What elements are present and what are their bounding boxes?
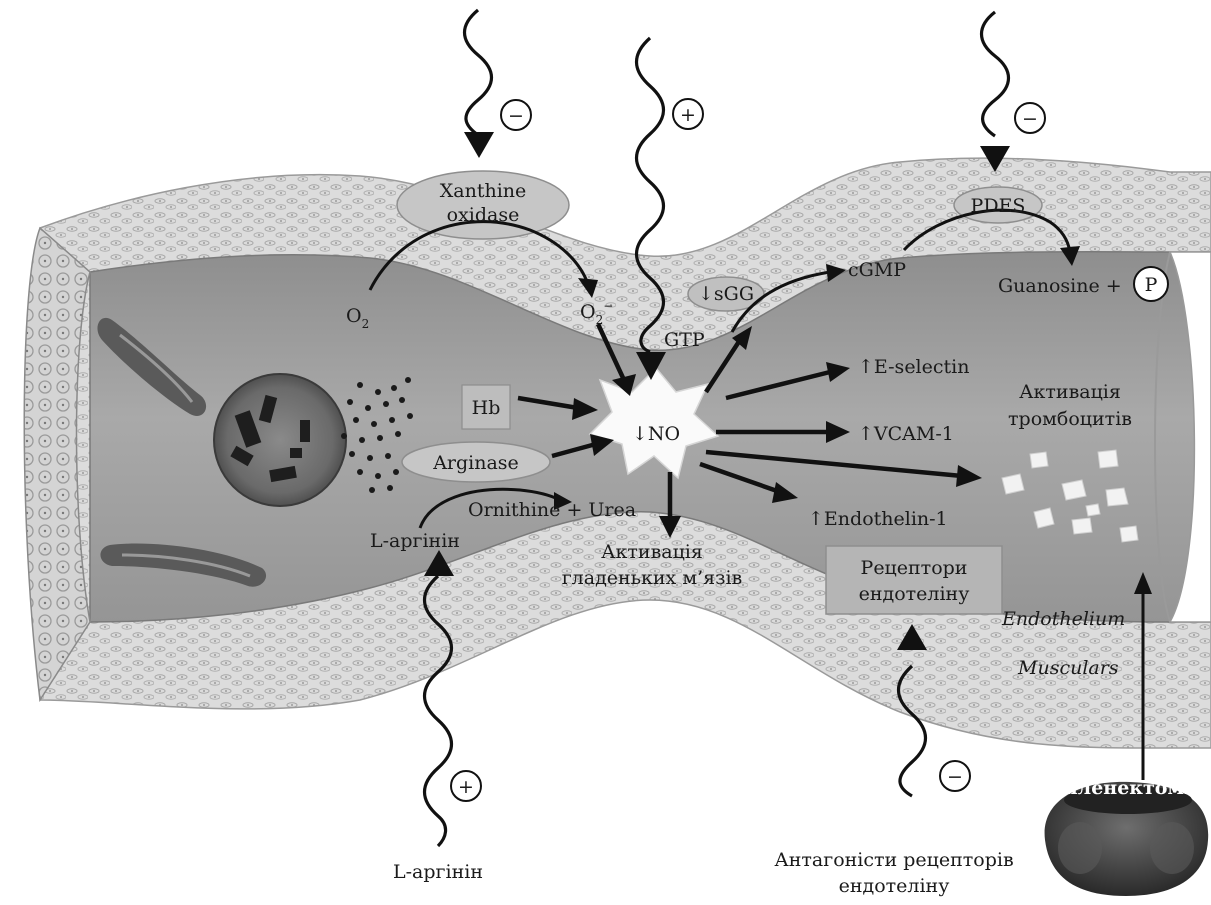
label-guanosine: Guanosine +: [998, 275, 1122, 297]
label-ornithine-urea: Ornithine + Urea: [468, 499, 636, 521]
sign-antagonists: −: [940, 761, 970, 791]
label-smooth-muscle-2: гладеньких м’язів: [562, 567, 743, 589]
label-gtp: GTP: [664, 329, 705, 351]
label-no: ↓NO: [632, 423, 680, 445]
svg-text:−: −: [508, 105, 524, 127]
label-antagonists-2: ендотеліну: [839, 875, 950, 897]
label-platelets-2: тромбоцитів: [1008, 408, 1132, 430]
svg-text:P: P: [1145, 274, 1158, 296]
wave-arrow-xanthine: [465, 10, 492, 135]
label-sgg: ↓sGG: [698, 283, 754, 305]
label-xanthine-1: Xanthine: [440, 180, 527, 202]
label-e-selectin: ↑E-selectin: [858, 356, 969, 378]
label-pdes: PDES: [971, 195, 1026, 217]
label-splenectomy: Спленектомія: [1049, 777, 1205, 799]
label-endothelium: Endothelium: [1001, 608, 1125, 630]
sign-l-arginine: +: [451, 771, 481, 801]
phosphate-circle: P: [1134, 267, 1168, 301]
svg-text:+: +: [680, 104, 696, 126]
label-l-arginine-bottom: L-аргінін: [393, 861, 483, 883]
sign-no-donor: +: [673, 99, 703, 129]
label-platelets-1: Активація: [1019, 381, 1121, 403]
sign-xanthine: −: [501, 100, 531, 130]
arrowhead-xanthine: [464, 132, 494, 158]
label-l-arginine-inner: L-аргінін: [370, 530, 460, 552]
label-musculars: Musculars: [1017, 657, 1119, 679]
label-smooth-muscle-1: Активація: [601, 541, 703, 563]
label-receptors-2: ендотеліну: [859, 583, 970, 605]
wave-arrow-pdes: [982, 12, 1009, 136]
label-hb: Hb: [472, 397, 501, 419]
label-endothelin: ↑Endothelin-1: [808, 508, 948, 530]
svg-text:−: −: [1022, 108, 1038, 130]
label-receptors-1: Рецептори: [861, 557, 968, 579]
label-cgmp: cGMP: [848, 259, 906, 281]
label-antagonists-1: Антагоністи рецепторів: [774, 849, 1013, 871]
label-vcam: ↑VCAM-1: [858, 423, 954, 445]
sign-pdes: −: [1015, 103, 1045, 133]
label-xanthine-2: oxidase: [447, 204, 520, 226]
label-arginase: Arginase: [432, 452, 519, 474]
granular-cell: [214, 374, 346, 506]
svg-text:−: −: [947, 766, 963, 788]
svg-text:+: +: [458, 776, 474, 798]
